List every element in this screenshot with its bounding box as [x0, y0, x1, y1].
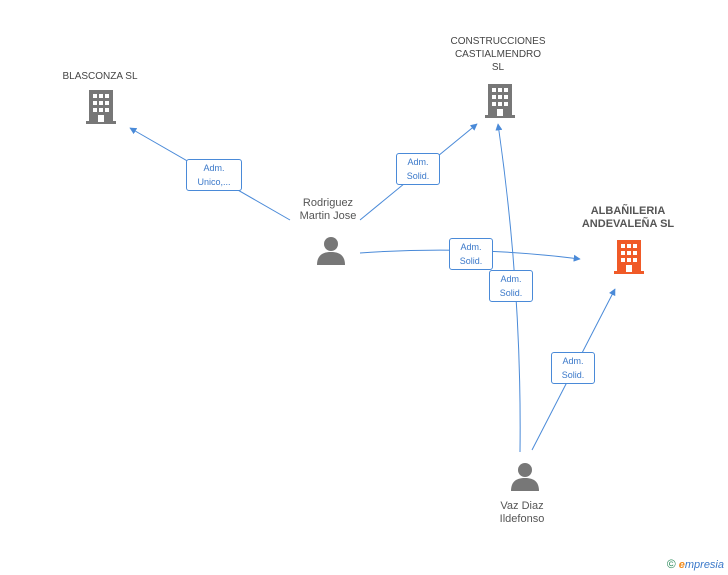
edge-label-rodriguez-blasconza[interactable]: Adm. Unico,...: [186, 159, 242, 191]
edge-label-rodriguez-construcciones[interactable]: Adm. Solid.: [396, 153, 440, 185]
edge-label-vaz-construcciones[interactable]: Adm. Solid.: [489, 270, 533, 302]
building-icon[interactable]: [614, 240, 644, 274]
brand-footer[interactable]: ©empresia: [667, 557, 724, 571]
edge-label-rodriguez-albanileria[interactable]: Adm. Solid.: [449, 238, 493, 270]
building-icon[interactable]: [485, 84, 515, 118]
copyright-symbol: ©: [666, 557, 676, 571]
edge-label-vaz-albanileria[interactable]: Adm. Solid.: [551, 352, 595, 384]
edge-label-line1: Adm.: [203, 163, 225, 173]
edge-label-line2: Unico,...: [197, 177, 231, 187]
edge-label-line1: Adm.: [500, 274, 522, 284]
person-icon[interactable]: [316, 236, 346, 266]
person-label-vaz: Vaz Diaz Ildefonso: [499, 500, 545, 525]
edge-label-line2: Solid.: [561, 370, 585, 380]
person-label-rodriguez: Rodriguez Martin Jose: [299, 197, 357, 222]
edge-label-line2: Solid.: [459, 256, 483, 266]
brand-logo: empresia: [678, 559, 724, 571]
company-label-blasconza: BLASCONZA SL: [62, 71, 138, 82]
building-icon[interactable]: [86, 90, 116, 124]
edge-label-line2: Solid.: [406, 171, 430, 181]
company-label-construcciones: CONSTRUCCIONES CASTIALMENDRO SL: [450, 36, 546, 73]
edge-label-line2: Solid.: [499, 288, 523, 298]
edge-label-line1: Adm.: [562, 356, 584, 366]
edge-label-line1: Adm.: [460, 242, 482, 252]
company-label-albanileria: ALBAÑILERIA ANDEVALEÑA SL: [581, 205, 675, 230]
edge-label-line1: Adm.: [407, 157, 429, 167]
person-icon[interactable]: [510, 462, 540, 492]
